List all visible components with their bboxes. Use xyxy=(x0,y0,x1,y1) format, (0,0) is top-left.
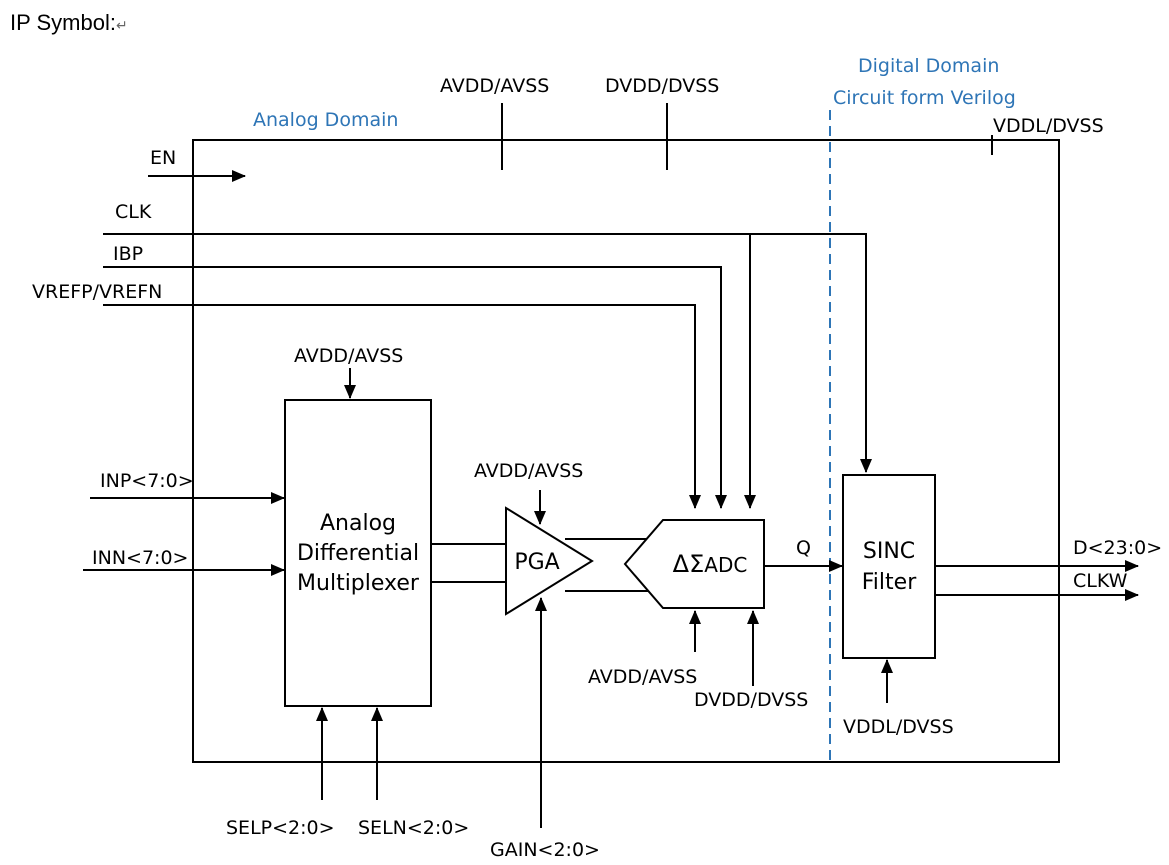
sinc-filter-block xyxy=(842,474,936,659)
analog-mux-block xyxy=(284,399,432,707)
mux-label-line2: Differential xyxy=(297,541,419,566)
inp-label: INP<7:0> xyxy=(100,470,194,492)
pga-amplifier xyxy=(505,506,594,616)
top-vddl-label: VDDL/DVSS xyxy=(993,115,1104,137)
ip-boundary-box xyxy=(192,139,1060,763)
adc-avdd-label: AVDD/AVSS xyxy=(588,666,697,688)
analog-domain-label: Analog Domain xyxy=(253,109,398,131)
digital-domain-sublabel: Circuit form Verilog xyxy=(833,87,1016,109)
mux-label-line3: Multiplexer xyxy=(297,571,420,596)
sinc-label-line2: Filter xyxy=(862,570,917,595)
top-avdd-label: AVDD/AVSS xyxy=(440,75,549,97)
adc-dvdd-label: DVDD/DVSS xyxy=(694,689,808,711)
top-dvdd-label: DVDD/DVSS xyxy=(605,75,719,97)
selp-label: SELP<2:0> xyxy=(226,817,335,839)
vref-label: VREFP/VREFN xyxy=(32,281,162,303)
output-clkw-label: CLKW xyxy=(1073,570,1128,592)
output-d-label: D<23:0> xyxy=(1073,537,1162,559)
ibp-label: IBP xyxy=(113,243,143,265)
inn-label: INN<7:0> xyxy=(92,547,188,569)
en-label: EN xyxy=(150,147,176,169)
q-label: Q xyxy=(796,537,811,559)
sinc-label-line1: SINC xyxy=(863,539,915,564)
digital-domain-label: Digital Domain xyxy=(858,55,999,77)
delta-sigma-adc-block xyxy=(623,519,765,609)
sinc-supply-label: VDDL/DVSS xyxy=(843,716,954,738)
pga-label: PGA xyxy=(514,550,559,575)
mux-label-line1: Analog xyxy=(320,511,396,536)
adc-label: ΔΣADC xyxy=(673,550,748,578)
header-title: IP Symbol:↵ xyxy=(10,10,128,35)
pga-supply-label: AVDD/AVSS xyxy=(474,460,583,482)
gain-label: GAIN<2:0> xyxy=(490,839,600,861)
clk-label: CLK xyxy=(115,201,152,223)
seln-label: SELN<2:0> xyxy=(358,817,469,839)
mux-supply-label: AVDD/AVSS xyxy=(294,345,403,367)
